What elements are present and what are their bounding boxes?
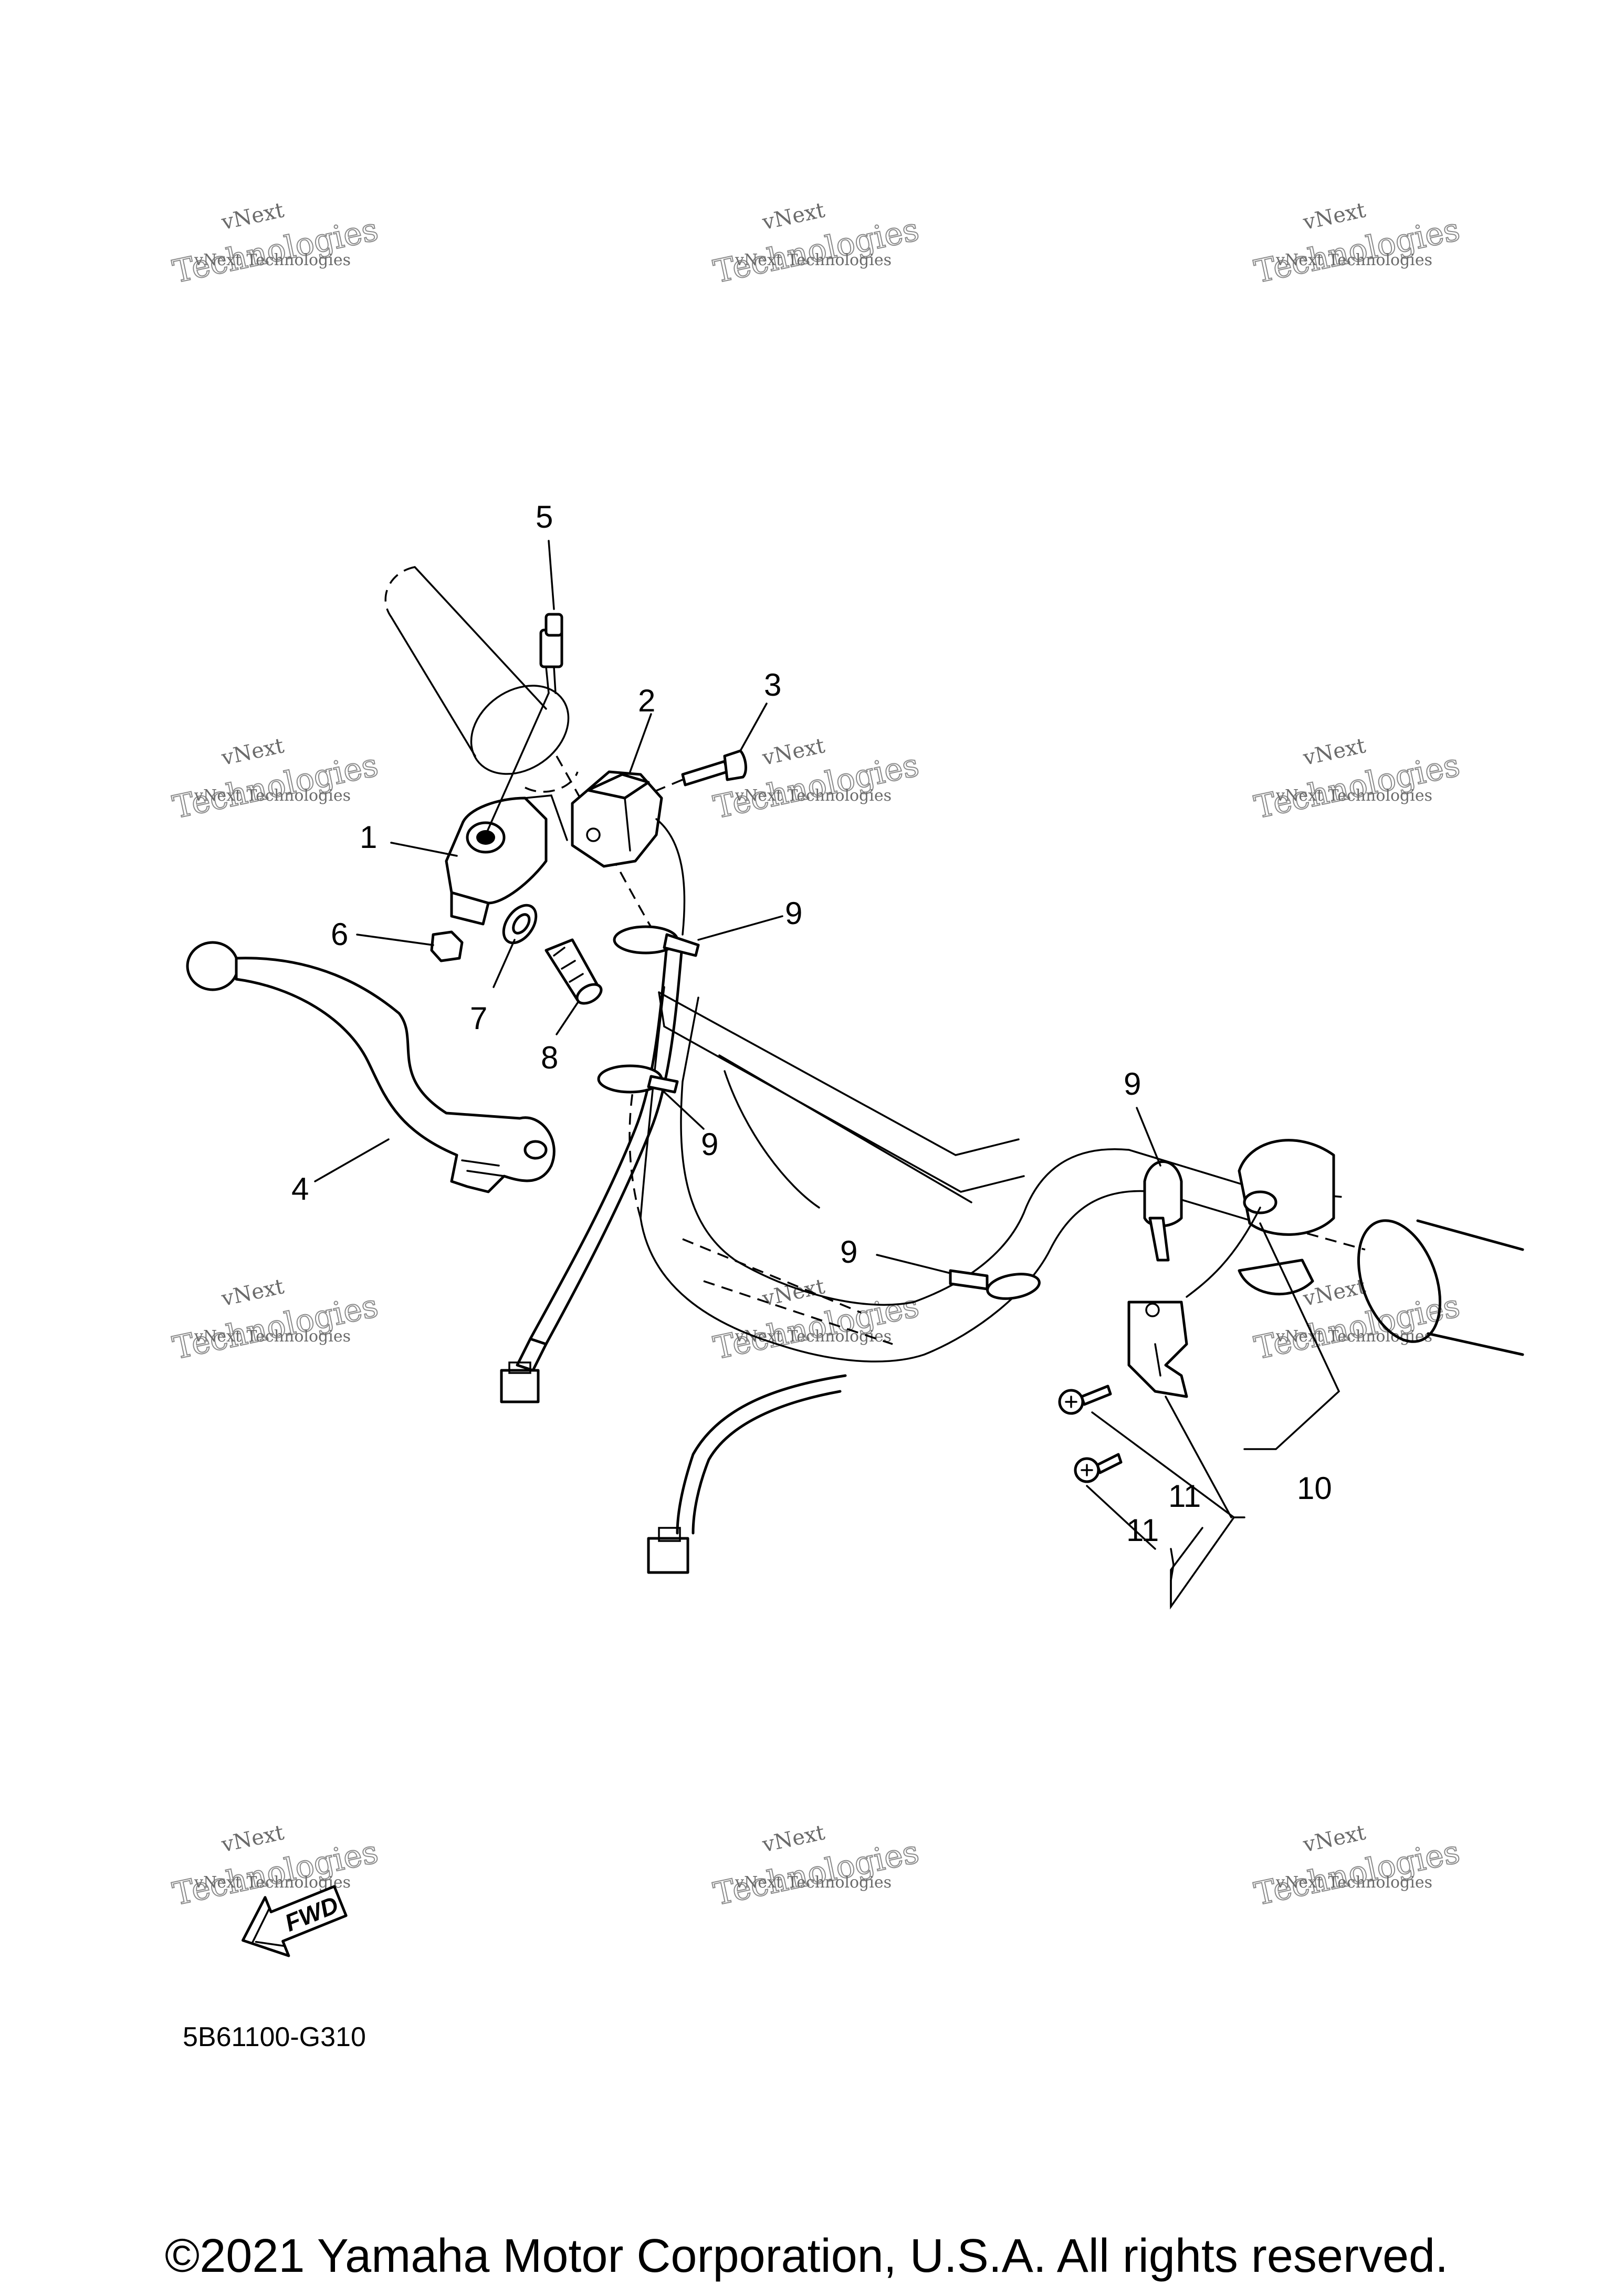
left-grip: [384, 566, 579, 793]
callout-8: 8: [541, 1040, 558, 1075]
svg-text:vNext: vNext: [219, 1274, 286, 1311]
svg-text:vNext: vNext: [1301, 198, 1368, 235]
watermark-top-left: Technologies vNext vNext Technologies: [169, 198, 382, 291]
svg-text:vNext: vNext: [760, 198, 827, 235]
connector-left: [500, 1361, 540, 1403]
watermark-mid-right: Technologies vNext vNext Technologies: [1251, 733, 1463, 826]
callout-5: 5: [536, 499, 553, 534]
callout-9-right: 9: [1124, 1066, 1141, 1102]
callout-2: 2: [638, 683, 655, 718]
callout-11-lower: 11: [1126, 1513, 1159, 1548]
clutch-lever: [186, 941, 556, 1193]
callout-9-lower: 9: [840, 1234, 857, 1270]
right-grip: [1357, 1219, 1524, 1356]
svg-text:vNext Technologies: vNext Technologies: [735, 1327, 892, 1346]
handlebar: [556, 756, 1366, 1362]
svg-text:vNext: vNext: [219, 733, 286, 770]
callout-4: 4: [291, 1171, 309, 1207]
watermark-top-right: Technologies vNext vNext Technologies: [1251, 198, 1463, 291]
svg-text:vNext: vNext: [760, 1274, 827, 1311]
part-code: 5B61100-G310: [183, 2022, 366, 2052]
watermark-bottom-left: Technologies vNext vNext Technologies: [169, 1820, 382, 1913]
svg-text:vNext: vNext: [219, 1820, 286, 1857]
svg-text:vNext: vNext: [760, 733, 827, 770]
screw-lower: [1074, 1453, 1123, 1483]
callout-1: 1: [360, 820, 377, 855]
svg-text:vNext Technologies: vNext Technologies: [194, 1327, 351, 1346]
cable-band-right: [1143, 1160, 1183, 1262]
svg-text:vNext: vNext: [760, 1820, 827, 1857]
adjuster-8: [544, 938, 603, 1005]
copyright-notice: ©2021 Yamaha Motor Corporation, U.S.A. A…: [164, 2230, 1449, 2282]
callout-10: 10: [1297, 1471, 1332, 1506]
connector-bottom: [647, 1527, 689, 1574]
watermark-bottom-right: Technologies vNext vNext Technologies: [1251, 1820, 1463, 1913]
svg-text:vNext: vNext: [219, 198, 286, 235]
leader-lines: [314, 540, 1340, 1610]
clamp-holder: [571, 770, 686, 936]
nut-6: [430, 930, 464, 962]
washer-7: [502, 904, 538, 945]
svg-text:vNext Technologies: vNext Technologies: [194, 1873, 351, 1892]
cable-band-lower: [949, 1269, 1041, 1300]
svg-text:vNext: vNext: [1301, 733, 1368, 770]
watermark-bottom-center: Technologies vNext vNext Technologies: [710, 1820, 923, 1913]
svg-text:vNext Technologies: vNext Technologies: [735, 787, 892, 805]
bolt-5: [485, 613, 563, 836]
svg-text:vNext Technologies: vNext Technologies: [1275, 1873, 1432, 1892]
callout-9-upper: 9: [785, 896, 802, 931]
svg-text:vNext Technologies: vNext Technologies: [1275, 1327, 1432, 1346]
watermark-mid-left: Technologies vNext vNext Technologies: [169, 733, 382, 826]
svg-text:vNext Technologies: vNext Technologies: [1275, 251, 1432, 269]
callout-3: 3: [764, 667, 781, 703]
watermark-top-center: Technologies vNext vNext Technologies: [710, 198, 923, 291]
svg-text:vNext Technologies: vNext Technologies: [735, 1873, 892, 1892]
watermark-low-left: Technologies vNext vNext Technologies: [169, 1274, 382, 1367]
svg-text:vNext Technologies: vNext Technologies: [194, 251, 351, 269]
cable-band-upper: [613, 925, 700, 957]
svg-text:vNext Technologies: vNext Technologies: [194, 787, 351, 805]
screw-upper: [1058, 1385, 1112, 1415]
bolt-3: [651, 749, 747, 794]
callout-7: 7: [470, 1001, 487, 1036]
lever-bracket: [445, 794, 568, 926]
svg-text:vNext Technologies: vNext Technologies: [1275, 787, 1432, 805]
callout-6: 6: [331, 917, 348, 952]
callout-9-middle: 9: [701, 1127, 718, 1162]
callout-11-upper: 11: [1168, 1479, 1201, 1514]
throttle-bracket: [1127, 1301, 1188, 1398]
wire-harness: [516, 938, 847, 1535]
cable-band-middle: [597, 1064, 679, 1094]
svg-text:vNext: vNext: [1301, 1820, 1368, 1857]
right-switch-housing: [1186, 1139, 1335, 1298]
svg-text:vNext Technologies: vNext Technologies: [735, 251, 892, 269]
